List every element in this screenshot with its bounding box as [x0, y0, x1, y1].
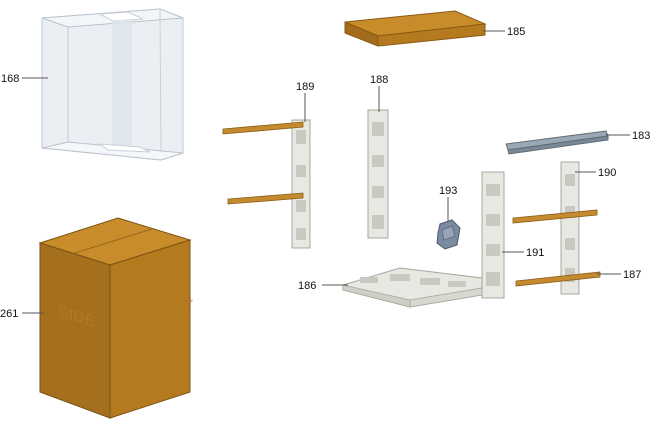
part-168-clear-bag [41, 8, 184, 161]
callout-261: 261 [0, 308, 18, 320]
callout-190: 190 [598, 167, 616, 179]
part-261-cardboard-box: SIDE FRONT [38, 217, 193, 419]
part-188-foam-post [367, 109, 389, 239]
callout-187: 187 [623, 269, 641, 281]
callout-193: 193 [439, 185, 457, 197]
part-189-rod-lower [227, 192, 304, 205]
callout-191: 191 [526, 247, 544, 259]
part-190-foam-post [560, 161, 580, 295]
part-191-foam-post [481, 171, 505, 299]
part-183-metal-rail [505, 130, 609, 155]
callout-183: 183 [632, 130, 650, 142]
part-187-rod-lower [515, 271, 601, 287]
part-189-rod-upper [222, 121, 304, 135]
callout-185: 185 [507, 26, 525, 38]
part-186-foam-tray [342, 267, 483, 308]
callout-186: 186 [298, 280, 316, 292]
part-193-clip [436, 219, 461, 250]
leader-lines [22, 30, 630, 314]
part-187-rod-upper [512, 209, 598, 224]
callout-188: 188 [370, 74, 388, 86]
part-189-foam-post [291, 119, 311, 249]
callout-168: 168 [1, 73, 19, 85]
part-185-top-cap [344, 10, 487, 47]
callout-189: 189 [296, 81, 314, 93]
